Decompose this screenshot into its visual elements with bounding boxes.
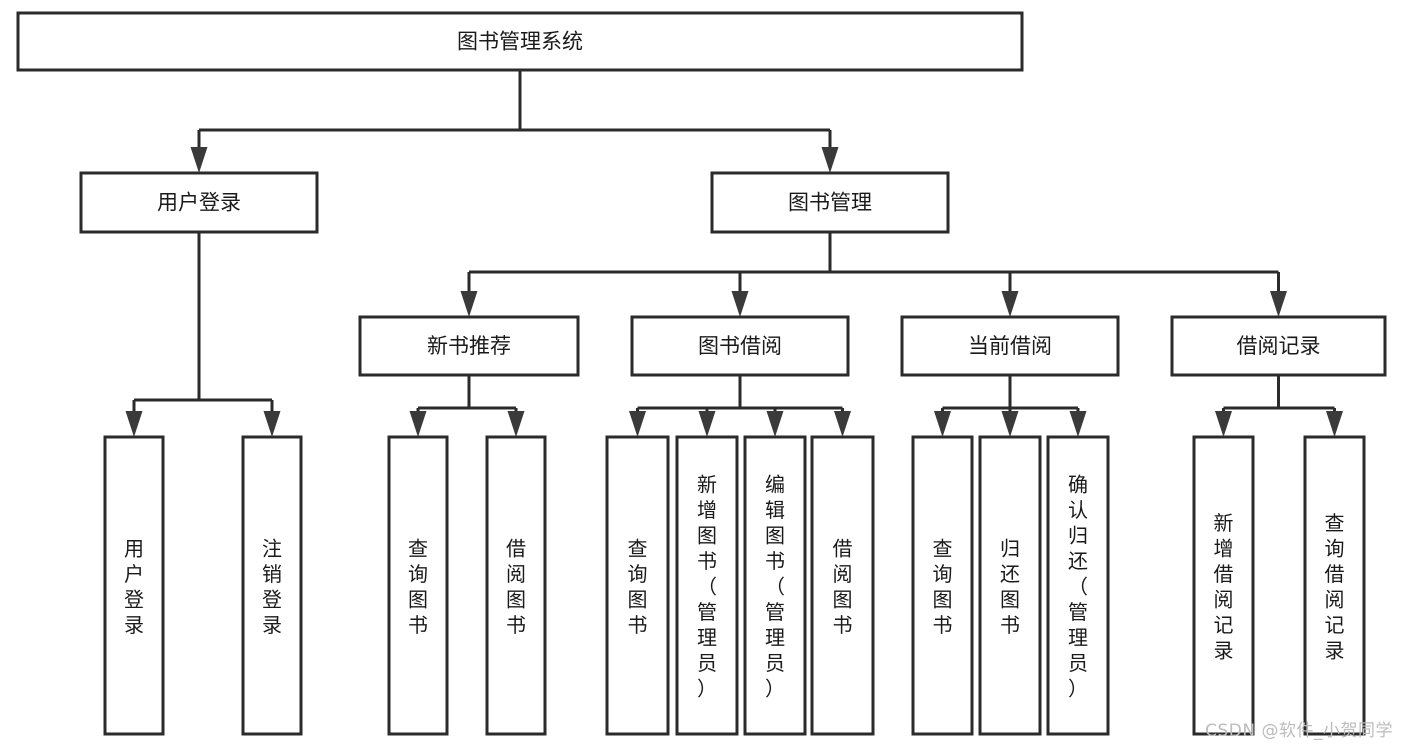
arrow-head-icon [1069, 411, 1087, 437]
node-box [675, 435, 739, 736]
node-leaf-add-record[interactable]: 新增借阅记录 [1192, 435, 1255, 736]
arrow-head-icon [1270, 291, 1287, 317]
arrow-head-icon [629, 411, 646, 437]
arrow-head-icon [698, 411, 716, 437]
node-leaf-edit-book[interactable]: 编辑图书（管理员） [743, 435, 807, 736]
node-box [387, 435, 449, 736]
node-label: 归还图书 [1000, 536, 1020, 637]
arrow-head-icon [731, 291, 749, 317]
node-label: 当前借阅 [968, 334, 1052, 358]
node-label: 借阅图书 [506, 536, 526, 637]
node-leaf-logout[interactable]: 注销登录 [241, 435, 303, 736]
node-label: 图书管理 [788, 191, 872, 215]
node-box [1303, 435, 1366, 736]
node-box [16, 11, 1024, 72]
node-root[interactable]: 图书管理系统 [16, 11, 1024, 72]
node-label: 查询图书 [408, 536, 428, 637]
node-leaf-query-book-2[interactable]: 查询图书 [605, 435, 670, 736]
node-current-borrow[interactable]: 当前借阅 [900, 315, 1120, 377]
node-box [978, 435, 1042, 736]
node-box [743, 435, 807, 736]
node-box [911, 435, 974, 736]
csdn-watermark: CSDN @软件_小贺同学 [1205, 721, 1393, 741]
node-leaf-return-book[interactable]: 归还图书 [978, 435, 1042, 736]
node-label: 注销登录 [262, 536, 282, 637]
node-label: 查询借阅记录 [1325, 511, 1345, 663]
arrow-head-icon [507, 411, 525, 437]
node-box [710, 171, 950, 234]
arrow-head-icon [766, 411, 784, 437]
arrow-head-icon [409, 411, 427, 437]
node-label: 编辑图书（管理员） [765, 473, 785, 701]
node-box [605, 435, 670, 736]
node-book-borrow[interactable]: 图书借阅 [630, 315, 850, 377]
node-label: 新书推荐 [427, 334, 511, 358]
node-leaf-query-record[interactable]: 查询借阅记录 [1303, 435, 1366, 736]
node-label: 借阅图书 [833, 536, 853, 637]
arrow-head-icon [1001, 411, 1019, 437]
node-box [900, 315, 1120, 377]
node-book-manage[interactable]: 图书管理 [710, 171, 950, 234]
node-label: 图书管理系统 [457, 30, 583, 54]
arrow-head-icon [1326, 411, 1343, 437]
node-box [1046, 435, 1110, 736]
node-box [79, 171, 319, 234]
node-label: 图书借阅 [698, 334, 782, 358]
arrow-head-icon [934, 411, 951, 437]
node-box [103, 435, 165, 736]
node-label: 查询图书 [933, 536, 953, 637]
node-leaf-query-book-1[interactable]: 查询图书 [387, 435, 449, 736]
node-label: 确认归还（管理员） [1068, 473, 1088, 701]
node-box [241, 435, 303, 736]
arrow-head-icon [125, 411, 143, 437]
node-leaf-user-login[interactable]: 用户登录 [103, 435, 165, 736]
node-user-login[interactable]: 用户登录 [79, 171, 319, 234]
node-layer: 图书管理系统用户登录图书管理新书推荐图书借阅当前借阅借阅记录用户登录注销登录查询… [16, 11, 1387, 736]
node-box [630, 315, 850, 377]
arrow-head-icon [1215, 411, 1232, 437]
node-label: 新增借阅记录 [1214, 511, 1234, 663]
node-box [485, 435, 547, 736]
node-box [1192, 435, 1255, 736]
node-box [810, 435, 875, 736]
node-label: 用户登录 [157, 191, 241, 215]
arrow-head-icon [460, 291, 478, 317]
node-leaf-query-book-3[interactable]: 查询图书 [911, 435, 974, 736]
arrow-head-icon [263, 411, 281, 437]
arrow-head-icon [821, 147, 839, 173]
arrow-head-icon [834, 411, 851, 437]
connector-layer [125, 70, 1343, 437]
node-label: 用户登录 [124, 536, 144, 637]
arrow-head-icon [190, 147, 208, 173]
node-label: 查询图书 [628, 536, 648, 637]
node-leaf-borrow-book-2[interactable]: 借阅图书 [810, 435, 875, 736]
node-box [358, 315, 580, 377]
arrow-head-icon [1001, 291, 1019, 317]
node-borrow-record[interactable]: 借阅记录 [1170, 315, 1387, 377]
node-leaf-add-book[interactable]: 新增图书（管理员） [675, 435, 739, 736]
node-label: 新增图书（管理员） [697, 473, 717, 701]
node-box [1170, 315, 1387, 377]
node-leaf-confirm-return[interactable]: 确认归还（管理员） [1046, 435, 1110, 736]
node-leaf-borrow-book-1[interactable]: 借阅图书 [485, 435, 547, 736]
node-label: 借阅记录 [1237, 334, 1321, 358]
node-new-book-rec[interactable]: 新书推荐 [358, 315, 580, 377]
